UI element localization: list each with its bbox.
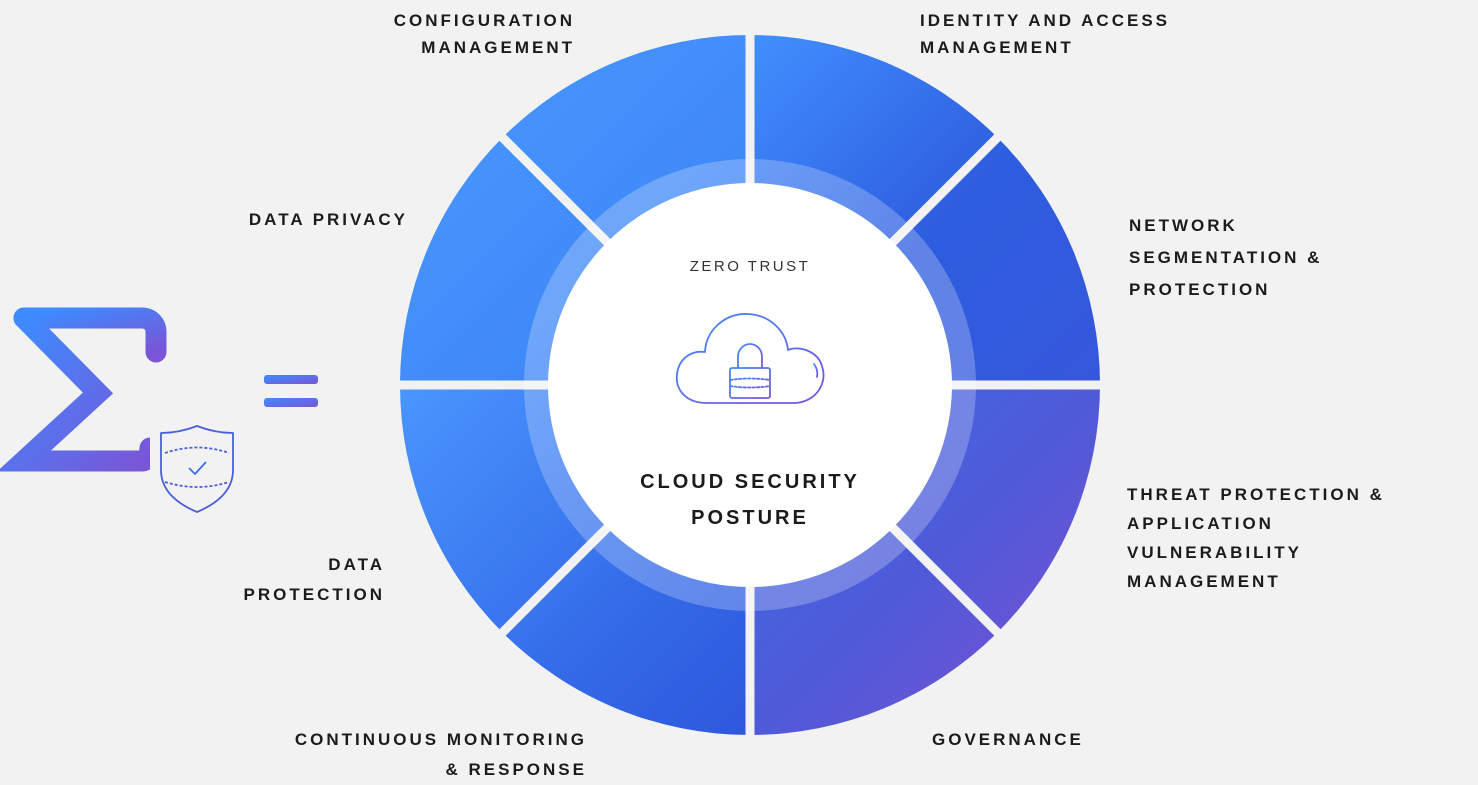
sigma-icon-body: [0, 307, 161, 472]
center-disc: [548, 183, 952, 587]
label-line: IDENTITY AND ACCESS: [920, 11, 1171, 30]
title-line: CLOUD SECURITY: [640, 471, 860, 493]
cloud-lock-icon: [675, 313, 825, 404]
equals-icon: [264, 375, 318, 407]
label-line: APPLICATION: [1127, 514, 1274, 533]
label-line: GOVERNANCE: [932, 730, 1084, 749]
label-data-privacy: DATA PRIVACY: [249, 206, 408, 233]
cloud-security-posture-title: CLOUD SECURITY POSTURE: [580, 464, 920, 536]
title-line: POSTURE: [691, 507, 809, 529]
label-line: & RESPONSE: [445, 760, 587, 779]
label-line: THREAT PROTECTION &: [1127, 485, 1385, 504]
label-governance: GOVERNANCE: [932, 726, 1084, 753]
label-line: CONTINUOUS MONITORING: [294, 730, 587, 749]
label-line: SEGMENTATION &: [1129, 248, 1323, 267]
label-line: VULNERABILITY: [1127, 543, 1302, 562]
label-line: NETWORK: [1129, 216, 1238, 235]
label-continuous-monitoring: CONTINUOUS MONITORING & RESPONSE: [295, 725, 587, 785]
zero-trust-label: ZERO TRUST: [689, 258, 811, 275]
label-threat-protection: THREAT PROTECTION & APPLICATION VULNERAB…: [1127, 480, 1385, 596]
label-identity-access-management: IDENTITY AND ACCESS MANAGEMENT: [920, 7, 1170, 61]
label-line: DATA PRIVACY: [248, 210, 408, 229]
label-data-protection: DATA PROTECTION: [244, 550, 385, 610]
label-configuration-management: CONFIGURATION MANAGEMENT: [394, 7, 575, 61]
label-line: MANAGEMENT: [421, 38, 575, 57]
shield-check-icon: [160, 425, 234, 513]
label-network-segmentation-protection: NETWORK SEGMENTATION & PROTECTION: [1129, 210, 1322, 306]
label-line: PROTECTION: [1129, 280, 1271, 299]
sigma-icon: [13, 307, 167, 363]
label-line: DATA: [328, 555, 385, 574]
label-line: CONFIGURATION: [393, 11, 575, 30]
label-line: PROTECTION: [243, 585, 385, 604]
label-line: MANAGEMENT: [1127, 572, 1281, 591]
label-line: MANAGEMENT: [920, 38, 1074, 57]
